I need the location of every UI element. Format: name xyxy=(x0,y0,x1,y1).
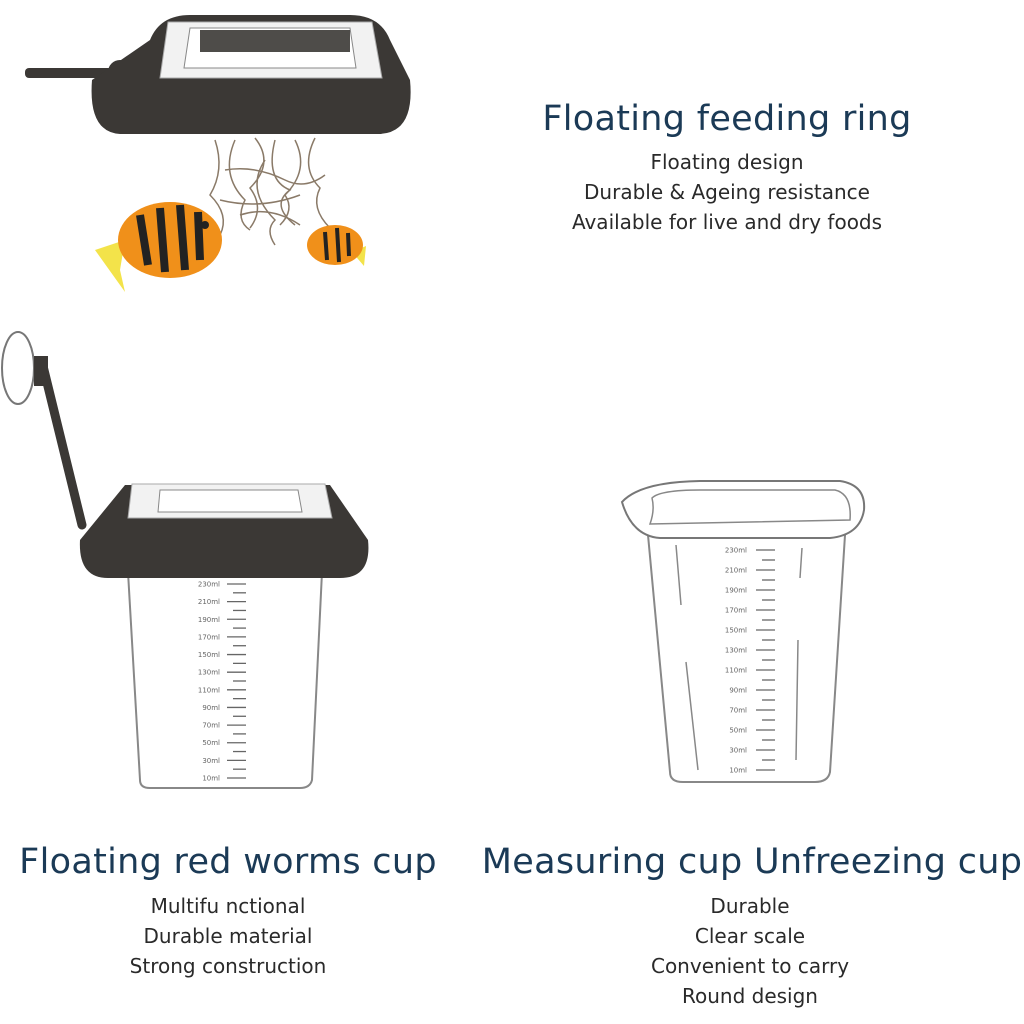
measuring-cup-feature: Clear scale xyxy=(694,924,806,948)
measuring-cup-illustration: 230ml 210ml 190ml 170ml 150ml 130ml 110ml 90ml 7… xyxy=(620,480,866,783)
scale-label: 230ml xyxy=(198,581,220,589)
measuring-cup-feature: Convenient to carry xyxy=(650,954,850,978)
scale-label: 10ml xyxy=(202,775,220,783)
scale-label: 90ml xyxy=(202,704,220,712)
feeding-ring-illustration xyxy=(25,15,411,292)
scale-label: 30ml xyxy=(729,747,747,755)
scale-label: 230ml xyxy=(725,547,747,555)
ring-features: Floating design Durable & Ageing resista… xyxy=(572,147,882,237)
scale-label: 150ml xyxy=(725,627,747,635)
scale-label: 210ml xyxy=(198,598,220,606)
scale-label: 30ml xyxy=(202,757,220,765)
ring-feature: Floating design xyxy=(650,150,804,174)
scale-label: 70ml xyxy=(729,707,747,715)
worm-cup-feature: Durable material xyxy=(143,924,313,948)
scale-label: 50ml xyxy=(202,739,220,747)
worm-cup-features: Multifu nctional Durable material Strong… xyxy=(130,891,327,981)
worm-cup-feature: Strong construction xyxy=(129,954,327,978)
measuring-cup-feature: Durable xyxy=(710,894,790,918)
scale-label: 50ml xyxy=(729,727,747,735)
scale-label: 130ml xyxy=(725,647,747,655)
scale-label: 110ml xyxy=(725,667,747,675)
fish-small xyxy=(307,225,366,266)
scale-label: 190ml xyxy=(198,616,220,624)
scale-label: 130ml xyxy=(198,669,220,677)
measuring-cup-features: Durable Clear scale Convenient to carry … xyxy=(651,891,849,1011)
scale-label: 10ml xyxy=(729,767,747,775)
scale-label: 90ml xyxy=(729,687,747,695)
measuring-cup-feature: Round design xyxy=(681,984,818,1008)
scale-label: 190ml xyxy=(725,587,747,595)
ring-feature: Durable & Ageing resistance xyxy=(584,180,870,204)
scale-label: 150ml xyxy=(198,651,220,659)
worm-cup-title: Floating red worms cup xyxy=(19,842,437,882)
worms xyxy=(209,137,331,246)
scale-label: 70ml xyxy=(202,722,220,730)
suction-cup xyxy=(1,331,35,405)
fish-large xyxy=(95,202,222,292)
measuring-cup-title: Measuring cup Unfreezing cup xyxy=(481,842,1023,882)
scale-label: 170ml xyxy=(198,633,220,641)
scale-label: 170ml xyxy=(725,607,747,615)
scale-label: 210ml xyxy=(725,567,747,575)
worm-cup-illustration: 230ml 210ml 190ml 170ml 150ml 130ml 110ml 90ml 7… xyxy=(1,331,369,789)
ring-title: Floating feeding ring xyxy=(542,99,912,139)
worm-cup-feature: Multifu nctional xyxy=(150,894,306,918)
scale-label: 110ml xyxy=(198,686,220,694)
ring-feature: Available for live and dry foods xyxy=(571,210,883,234)
holder-arm xyxy=(37,357,87,530)
